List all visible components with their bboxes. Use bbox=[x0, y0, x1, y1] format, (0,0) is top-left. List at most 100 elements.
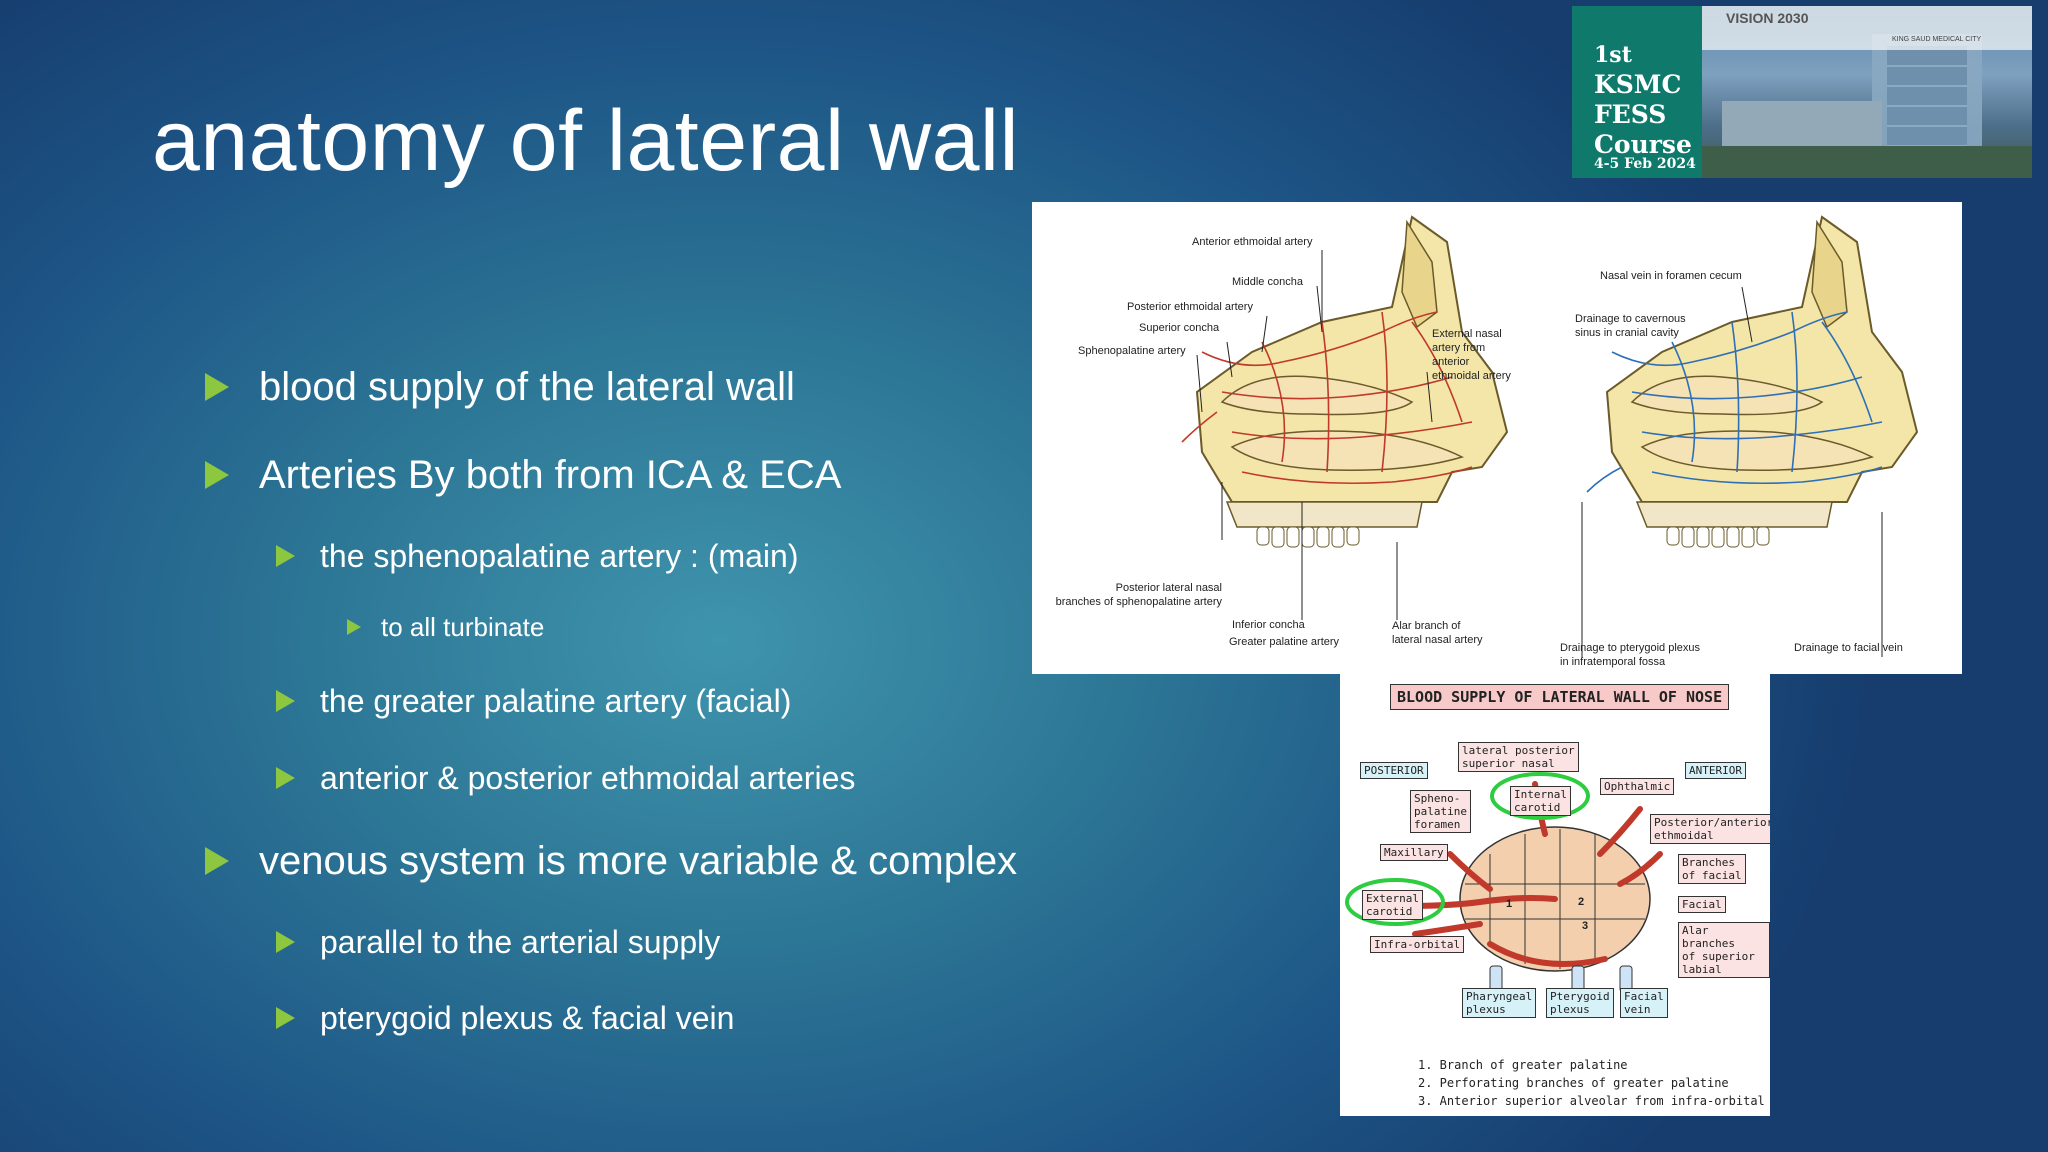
label-drainage-cavernous: Drainage to cavernous bbox=[1575, 313, 1686, 325]
bullet-arrow-icon bbox=[276, 545, 295, 567]
label-infra-orbital: Infra-orbital bbox=[1370, 936, 1465, 953]
label-posterior-ethmoidal-artery: Posterior ethmoidal artery bbox=[1127, 301, 1253, 313]
bullet-arrow-icon bbox=[205, 847, 229, 875]
label-line: superior nasal bbox=[1462, 757, 1555, 770]
label-line: palatine bbox=[1414, 805, 1467, 818]
label-line: Pharyngeal bbox=[1466, 990, 1533, 1003]
label-posterior-lateral-nasal: branches of sphenopalatine artery bbox=[1055, 596, 1222, 608]
label-facial-vein: Facial vein bbox=[1620, 988, 1668, 1018]
bullet-text: parallel to the arterial supply bbox=[320, 923, 721, 960]
vision-2030-label: VISION 2030 bbox=[1726, 10, 1809, 26]
bullet-text: to all turbinate bbox=[381, 611, 545, 642]
label-drainage-pterygoid: Drainage to pterygoid plexus bbox=[1560, 642, 1701, 654]
bullet-text: the sphenopalatine artery : (main) bbox=[320, 537, 799, 574]
bullet-text: pterygoid plexus & facial vein bbox=[320, 999, 735, 1036]
label-nasal-vein: Nasal vein in foramen cecum bbox=[1600, 270, 1742, 282]
label-line: ethmoidal bbox=[1654, 829, 1714, 842]
bullet-list: blood supply of the lateral wall Arterie… bbox=[0, 0, 1017, 1152]
nasal-wall-illustration bbox=[1181, 215, 1919, 657]
label-line: of facial bbox=[1682, 869, 1742, 882]
blood-supply-schematic: BLOOD SUPPLY OF LATERAL WALL OF NOSE POS… bbox=[1340, 674, 1770, 1116]
label-pterygoid-plexus: Pterygoid plexus bbox=[1546, 988, 1614, 1018]
marker-3: 3 bbox=[1582, 920, 1589, 932]
label-alar-branch: lateral nasal artery bbox=[1392, 634, 1483, 646]
arterial-diagram bbox=[1181, 215, 1509, 548]
logo-date: 4-5 Feb 2024 bbox=[1594, 156, 1696, 172]
logo-edition: 1st bbox=[1594, 42, 1632, 68]
label-drainage-facial-vein: Drainage to facial vein bbox=[1794, 642, 1903, 654]
bullet-item: to all turbinate bbox=[347, 611, 544, 643]
label-ophthalmic: Ophthalmic bbox=[1600, 778, 1675, 795]
label-line: External bbox=[1366, 892, 1419, 905]
bullet-arrow-icon bbox=[205, 461, 229, 489]
bullet-arrow-icon bbox=[205, 373, 229, 401]
bullet-arrow-icon bbox=[347, 619, 361, 635]
course-logo: 1st KSMC FESS Course 4-5 Feb 2024 VISION… bbox=[1572, 6, 2032, 178]
bullet-arrow-icon bbox=[276, 767, 295, 789]
legend-item: 2. Perforating branches of greater palat… bbox=[1418, 1076, 1729, 1090]
label-line: lateral posterior bbox=[1462, 744, 1575, 757]
label-middle-concha: Middle concha bbox=[1232, 276, 1303, 288]
label-drainage-pterygoid: in infratemporal fossa bbox=[1560, 656, 1666, 668]
label-posterior-anterior-ethmoidal: Posterior/anterior ethmoidal bbox=[1650, 814, 1770, 844]
label-external-nasal: anterior bbox=[1432, 356, 1470, 368]
marker-1: 1 bbox=[1506, 898, 1513, 910]
label-internal-carotid: Internal carotid bbox=[1510, 786, 1571, 816]
label-anterior: ANTERIOR bbox=[1685, 762, 1746, 779]
label-posterior-lateral-nasal: Posterior lateral nasal bbox=[1115, 582, 1222, 594]
logo-course: Course bbox=[1594, 130, 1692, 159]
label-maxillary: Maxillary bbox=[1380, 844, 1448, 861]
label-line: Facial bbox=[1624, 990, 1664, 1003]
bullet-text: blood supply of the lateral wall bbox=[259, 364, 795, 409]
label-line: vein bbox=[1624, 1003, 1651, 1016]
label-external-carotid: External carotid bbox=[1362, 890, 1423, 920]
label-external-nasal: ethmoidal artery bbox=[1432, 370, 1511, 382]
label-lateral-posterior-superior-nasal: lateral posterior superior nasal bbox=[1458, 742, 1579, 772]
bullet-item: anterior & posterior ethmoidal arteries bbox=[276, 758, 855, 798]
label-leader-lines bbox=[1196, 250, 1883, 657]
label-alar-branches: Alar branches of superior labial bbox=[1678, 922, 1770, 978]
label-external-nasal: artery from bbox=[1432, 342, 1486, 354]
bullet-arrow-icon bbox=[276, 1007, 295, 1029]
label-line: carotid bbox=[1366, 905, 1413, 918]
label-line: Branches bbox=[1682, 856, 1735, 869]
building-image bbox=[1702, 6, 2032, 178]
venous-diagram bbox=[1586, 215, 1919, 548]
slide-title: anatomy of lateral wall bbox=[152, 93, 1020, 189]
label-external-nasal: External nasal bbox=[1432, 328, 1502, 340]
label-drainage-cavernous: sinus in cranial cavity bbox=[1575, 327, 1679, 339]
bullet-item: the greater palatine artery (facial) bbox=[276, 681, 791, 721]
bullet-arrow-icon bbox=[276, 931, 295, 953]
ksmc-city-label: KING SAUD MEDICAL CITY bbox=[1892, 36, 1982, 43]
bullet-text: anterior & posterior ethmoidal arteries bbox=[320, 759, 856, 796]
legend-item: 1. Branch of greater palatine bbox=[1418, 1058, 1628, 1072]
label-superior-concha: Superior concha bbox=[1139, 322, 1220, 334]
label-sphenopalatine-foramen: Spheno- palatine foramen bbox=[1410, 790, 1471, 833]
label-line: of superior bbox=[1682, 950, 1755, 963]
marker-2: 2 bbox=[1578, 896, 1585, 908]
label-line: labial bbox=[1682, 963, 1722, 976]
bullet-item: parallel to the arterial supply bbox=[276, 922, 720, 962]
bullet-item: pterygoid plexus & facial vein bbox=[276, 998, 734, 1038]
label-line: Spheno- bbox=[1414, 792, 1461, 805]
label-line: Alar branches bbox=[1682, 924, 1735, 950]
label-line: plexus bbox=[1550, 1003, 1590, 1016]
label-sphenopalatine-artery: Sphenopalatine artery bbox=[1078, 345, 1186, 357]
label-facial: Facial bbox=[1678, 896, 1726, 913]
label-inferior-concha: Inferior concha bbox=[1232, 619, 1305, 631]
logo-building-photo: VISION 2030 KING SAUD MEDICAL CITY bbox=[1702, 6, 2032, 178]
label-pharyngeal-plexus: Pharyngeal plexus bbox=[1462, 988, 1537, 1018]
schematic-legend: 1. Branch of greater palatine 2. Perfora… bbox=[1418, 1056, 1765, 1110]
bullet-item: venous system is more variable & complex bbox=[205, 838, 1017, 884]
label-line: Pterygoid bbox=[1550, 990, 1610, 1003]
bullet-item: blood supply of the lateral wall bbox=[205, 364, 795, 410]
nasal-blood-supply-figure: Anterior ethmoidal artery Middle concha … bbox=[1032, 202, 1962, 674]
schematic-title: BLOOD SUPPLY OF LATERAL WALL OF NOSE bbox=[1390, 684, 1730, 710]
bullet-arrow-icon bbox=[276, 690, 295, 712]
bullet-text: the greater palatine artery (facial) bbox=[320, 682, 792, 719]
bullet-text: Arteries By both from ICA & ECA bbox=[259, 452, 842, 497]
bullet-text: venous system is more variable & complex bbox=[259, 838, 1018, 883]
schematic-illustration bbox=[1345, 772, 1663, 993]
bullet-item: the sphenopalatine artery : (main) bbox=[276, 536, 798, 576]
